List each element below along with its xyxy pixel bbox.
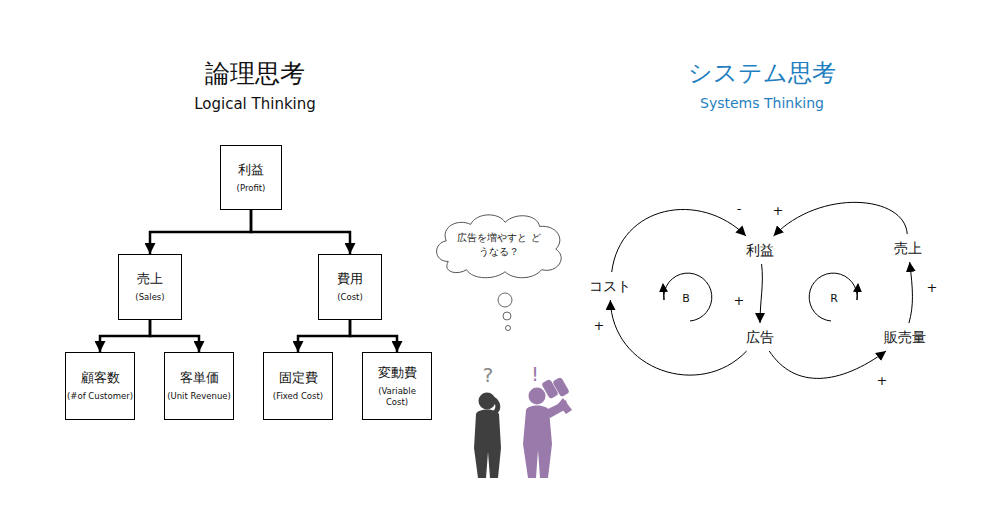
thought-bubble-dot — [498, 293, 512, 307]
box-title: 固定費 — [279, 370, 318, 385]
person-arm — [546, 400, 568, 418]
polarity-sign: + — [773, 204, 784, 217]
section-title: システム思考 — [688, 59, 836, 88]
box-title: 顧客数 — [81, 370, 120, 385]
variable-name: コスト — [589, 278, 631, 294]
concept-box: 利益 (Profit) — [220, 145, 282, 210]
concept-box: 変動費 (Variable Cost) — [362, 352, 432, 420]
concept-box: 客単価 (Unit Revenue) — [164, 352, 234, 420]
variable-name: 売上 — [894, 240, 922, 256]
tree-connector — [298, 320, 350, 352]
tree-connector — [350, 320, 397, 352]
tree-connector — [150, 320, 199, 352]
thought-bubble-dot — [503, 312, 511, 320]
concept-box: 費用 (Cost) — [318, 254, 382, 320]
person-hand — [558, 398, 572, 414]
loop-type: B — [682, 292, 690, 305]
loop-variable: 利益 — [740, 238, 780, 262]
person-head — [479, 393, 496, 410]
tree-connector — [150, 210, 251, 254]
variable-name: 利益 — [746, 242, 774, 258]
box-title: 変動費 — [378, 365, 417, 380]
section-subtitle: Logical Thinking — [194, 95, 316, 113]
loop-indicator-head — [857, 284, 858, 300]
exclamation-mark: ! — [531, 362, 539, 386]
cloud-outline — [428, 210, 570, 280]
box-title: 利益 — [238, 162, 264, 177]
causal-link — [909, 262, 913, 323]
binoculars — [552, 377, 570, 398]
loop-indicator — [809, 273, 857, 321]
loop-variable: 売上 — [888, 236, 928, 260]
question-mark: ? — [483, 363, 494, 387]
box-title: 費用 — [337, 271, 363, 286]
binoculars — [541, 379, 559, 400]
box-subtitle: (#of Customer) — [67, 391, 133, 402]
box-title: 売上 — [137, 271, 163, 286]
thought-text: 広告を増やすと どうなる？ — [457, 231, 541, 259]
polarity-sign: + — [927, 281, 938, 294]
person-figure — [523, 377, 572, 478]
box-title: 客単価 — [180, 370, 219, 385]
person-body — [474, 410, 501, 479]
polarity-sign: - — [737, 202, 742, 215]
thought-bubble-dot — [506, 326, 511, 331]
person-body — [523, 406, 552, 479]
variable-name: 販売量 — [884, 329, 926, 345]
polarity-sign: + — [877, 374, 888, 387]
concept-box: 顧客数 (#of Customer) — [65, 352, 135, 420]
causal-link — [760, 264, 762, 323]
box-subtitle: (Fixed Cost) — [273, 391, 323, 402]
causal-link — [769, 351, 886, 378]
causal-link — [774, 202, 908, 236]
section-title: 論理思考 — [205, 59, 305, 89]
concept-box: 固定費 (Fixed Cost) — [263, 352, 333, 420]
loop-type: R — [830, 292, 838, 305]
polarity-sign: + — [594, 319, 605, 332]
box-subtitle: (Sales) — [135, 292, 164, 303]
loop-indicator-head — [663, 284, 664, 300]
variable-name: 広告 — [746, 329, 774, 345]
box-subtitle: (Variable Cost) — [372, 386, 422, 408]
box-subtitle: (Cost) — [337, 292, 363, 303]
loop-indicator — [664, 273, 712, 321]
box-subtitle: (Unit Revenue) — [167, 391, 231, 402]
box-subtitle: (Profit) — [237, 183, 266, 194]
loop-variable: 広告 — [740, 325, 780, 349]
loop-variable: コスト — [586, 274, 634, 298]
person-figure — [474, 393, 501, 479]
thought-cloud: 広告を増やすと どうなる？ — [428, 210, 570, 280]
person-arm — [490, 396, 500, 414]
loop-variable: 販売量 — [878, 325, 932, 349]
causal-link — [612, 209, 746, 272]
concept-box: 売上 (Sales) — [118, 254, 182, 320]
cloud-shape — [437, 215, 562, 278]
causal-link — [610, 300, 746, 375]
tree-connector — [100, 320, 150, 352]
polarity-sign: + — [734, 294, 745, 307]
tree-connector — [251, 210, 350, 254]
section-subtitle: Systems Thinking — [700, 95, 824, 112]
person-head — [529, 388, 546, 405]
